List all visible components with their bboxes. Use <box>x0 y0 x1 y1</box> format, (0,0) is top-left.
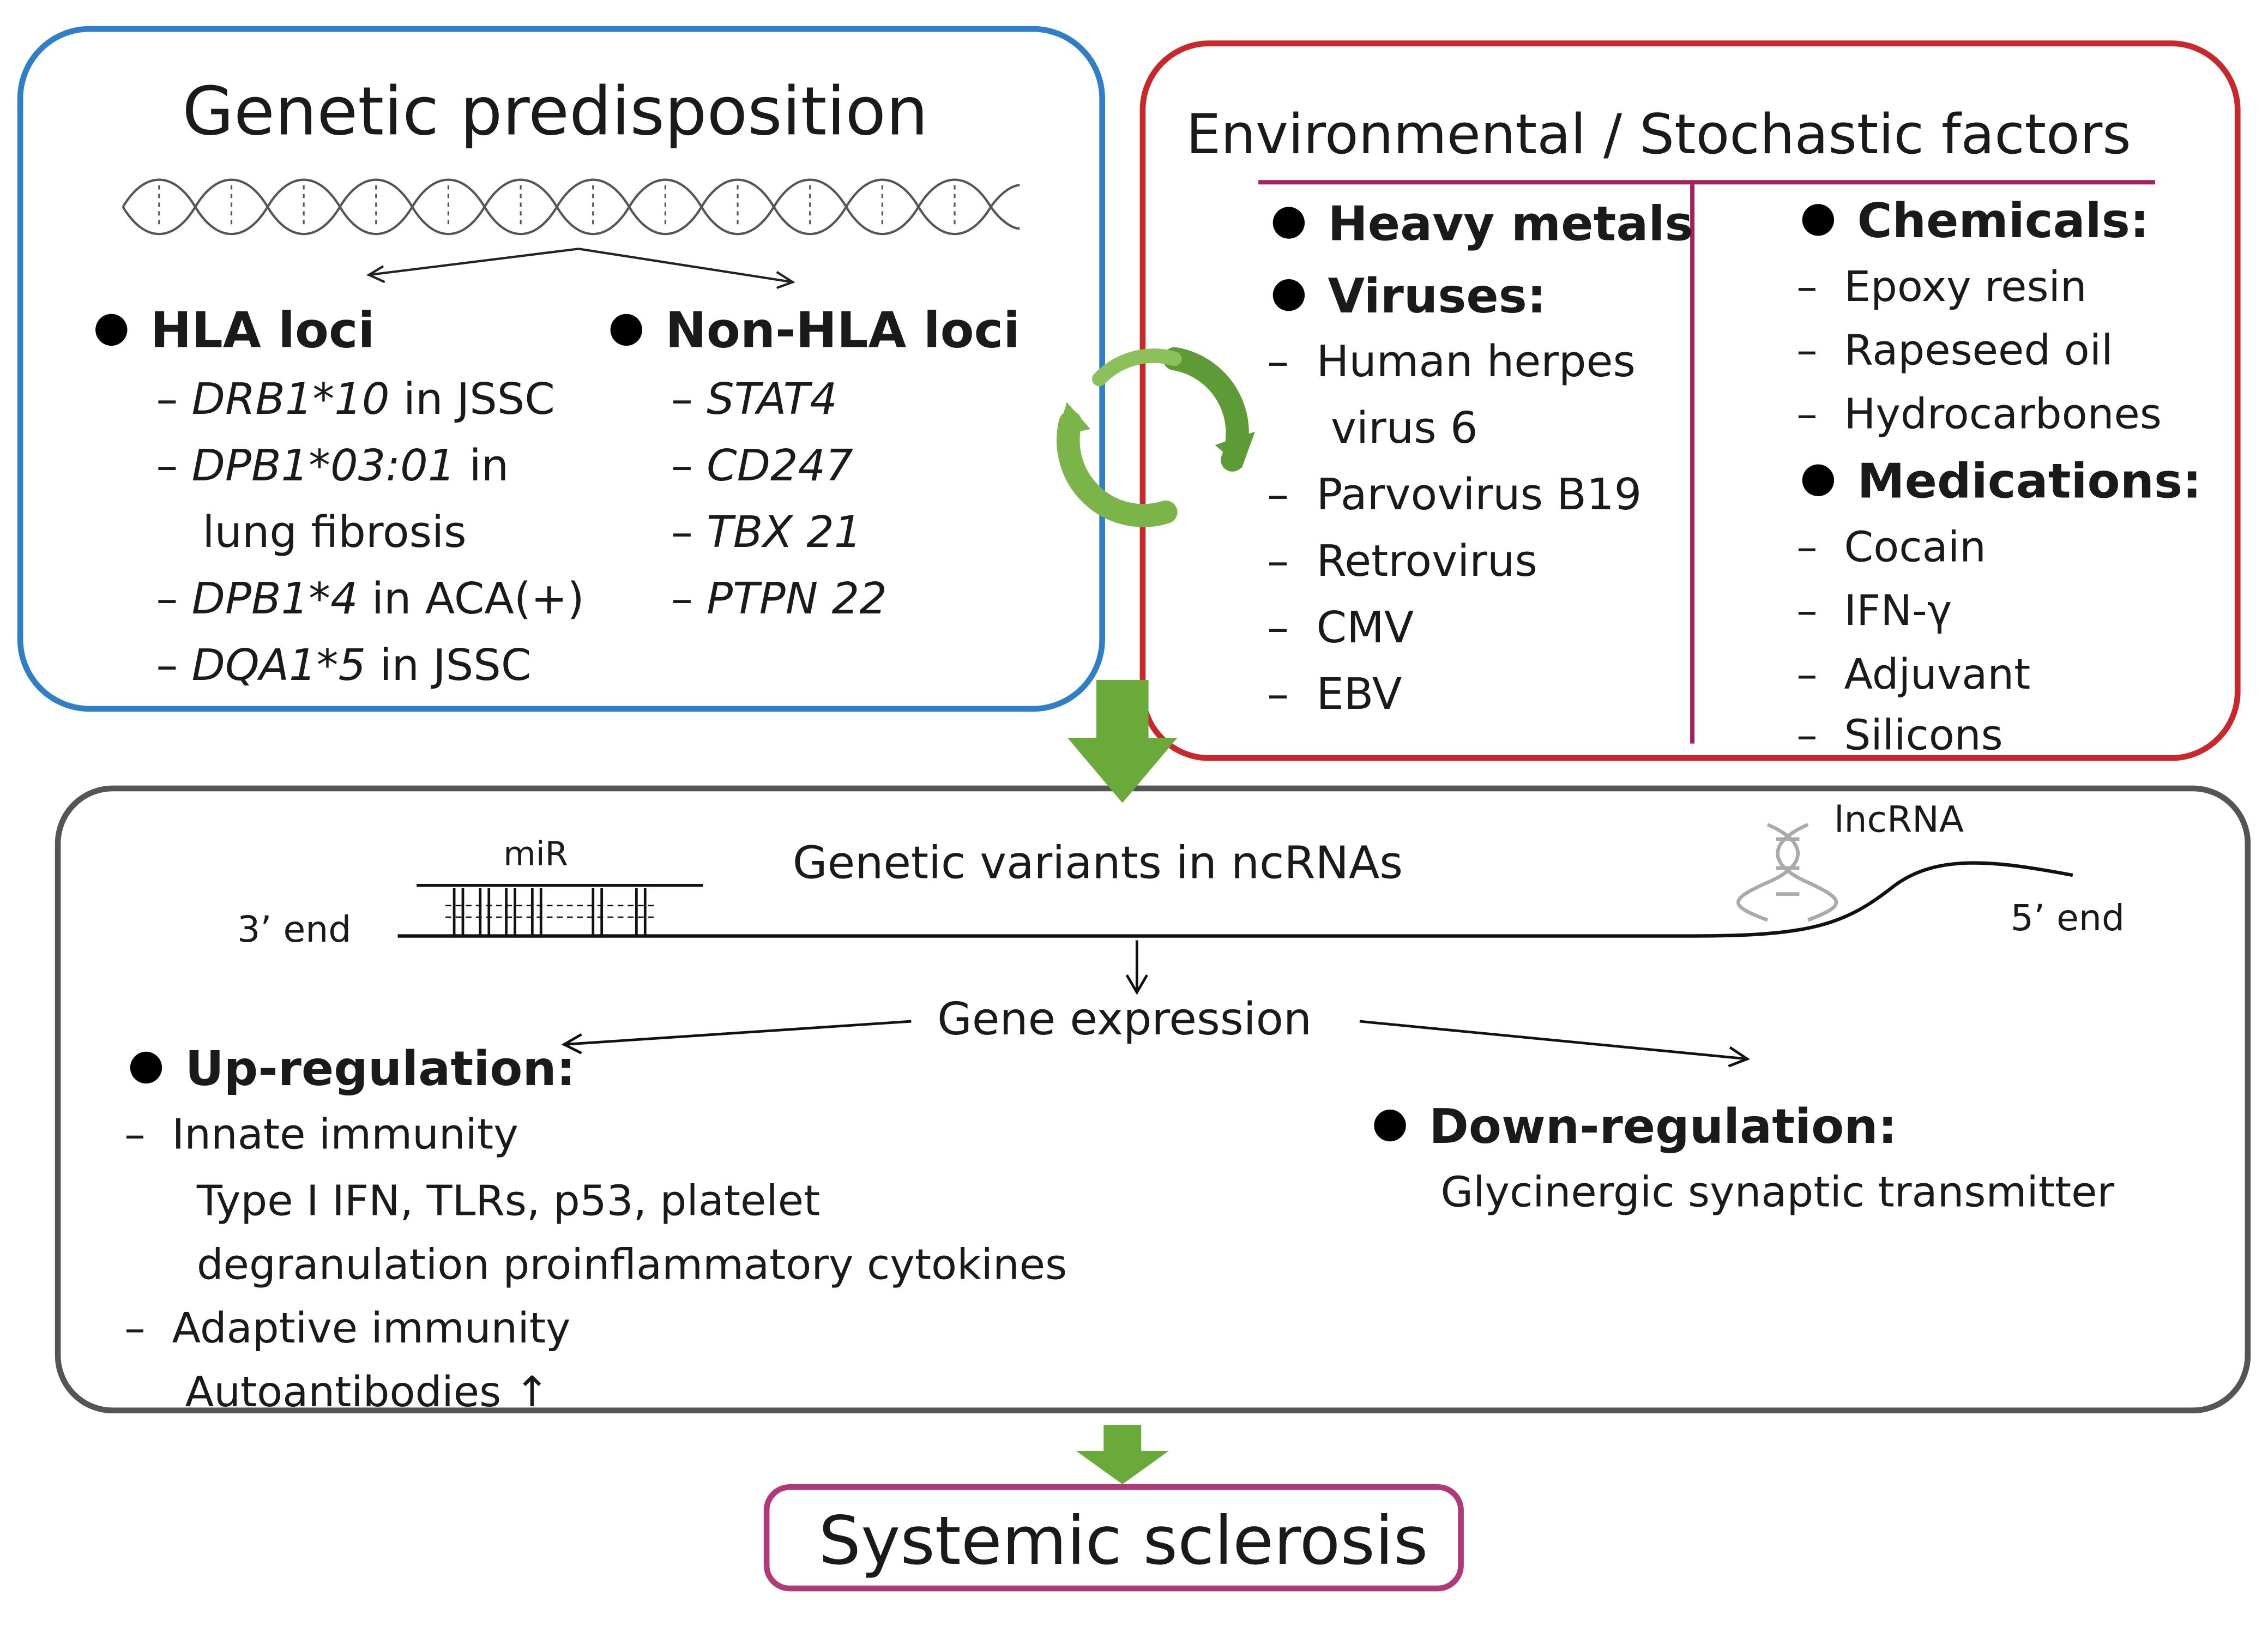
virus-item: – Parvovirus B19 <box>1267 470 1642 521</box>
chemical-item: – Rapeseed oil <box>1796 325 2113 375</box>
environment-box <box>1139 40 2241 761</box>
dna-helix <box>122 178 1020 236</box>
adaptive-immunity-item: – Adaptive immunity <box>124 1303 571 1353</box>
down-regulation-detail: Glycinergic synaptic transmitter <box>1440 1167 2115 1217</box>
environment-title: Environmental / Stochastic factors <box>1186 103 2131 167</box>
up-regulation-header: Up-regulation: <box>130 1045 576 1093</box>
medication-item: – Cocain <box>1796 522 1986 571</box>
nonhla-item: – PTPN 22 <box>671 574 887 625</box>
ncrna-title: Genetic variants in ncRNAs <box>792 838 1403 890</box>
virus-item: – EBV <box>1267 670 1402 721</box>
hla-item: lung fibrosis <box>202 508 467 559</box>
down-regulation-header: Down-regulation: <box>1374 1103 1897 1151</box>
dna-split-arrows <box>366 248 795 289</box>
virus-item: – Retrovirus <box>1267 537 1537 588</box>
chemicals-header: Chemicals: <box>1802 197 2149 245</box>
hla-item: – DPB1*4 in ACA(+) <box>156 574 584 625</box>
virus-item: virus 6 <box>1330 404 1478 455</box>
nonhla-item: – STAT4 <box>671 375 837 425</box>
hla-header: HLA loci <box>95 306 375 356</box>
to-gene-expression-arrow <box>1125 940 1148 995</box>
heavy-metals-header: Heavy metals <box>1273 200 1693 248</box>
nonhla-item: – CD247 <box>671 441 853 492</box>
medication-item: – IFN-γ <box>1796 586 1952 635</box>
down-arrow-outcome <box>1076 1425 1169 1485</box>
innate-detail-line-2: degranulation proinflammatory cytokines <box>196 1239 1067 1289</box>
medication-item: – Adjuvant <box>1796 649 2031 699</box>
hla-item: – DPB1*03:01 in <box>156 441 509 492</box>
lncrna-helix-icon <box>1736 823 1838 922</box>
gene-expression-label: Gene expression <box>937 993 1312 1046</box>
nonhla-item: – TBX 21 <box>671 508 862 559</box>
innate-immunity-item: – Innate immunity <box>124 1109 518 1159</box>
hla-item: – DQA1*5 in JSSC <box>156 641 532 692</box>
down-arrow-main <box>1067 679 1178 803</box>
five-prime-end: 5’ end <box>2010 896 2125 939</box>
chemical-item: – Epoxy resin <box>1796 262 2087 311</box>
innate-detail-line-1: Type I IFN, TLRs, p53, platelet <box>196 1176 821 1226</box>
mir-duplex <box>417 884 703 935</box>
outcome-box <box>763 1484 1464 1592</box>
adaptive-detail: Autoantibodies ↑ <box>185 1367 550 1417</box>
viruses-header: Viruses: <box>1273 272 1546 320</box>
ncrna-box <box>55 785 2251 1414</box>
hla-item: – DRB1*10 in JSSC <box>156 375 555 425</box>
lncrna-label: lncRNA <box>1834 798 1964 841</box>
medication-item: – Silicons <box>1796 710 2003 760</box>
rna-strand <box>397 861 2073 938</box>
outcome-label: Systemic sclerosis <box>818 1501 1428 1580</box>
mir-label: miR <box>503 836 569 874</box>
medications-header: Medications: <box>1802 457 2202 505</box>
genetic-title: Genetic predisposition <box>182 72 928 150</box>
nonhla-header: Non-HLA loci <box>611 306 1020 356</box>
cycle-icon <box>1057 347 1255 527</box>
virus-item: – Human herpes <box>1267 337 1636 388</box>
three-prime-end: 3’ end <box>237 908 352 951</box>
virus-item: – CMV <box>1267 603 1414 654</box>
chemical-item: – Hydrocarbones <box>1796 389 2162 438</box>
